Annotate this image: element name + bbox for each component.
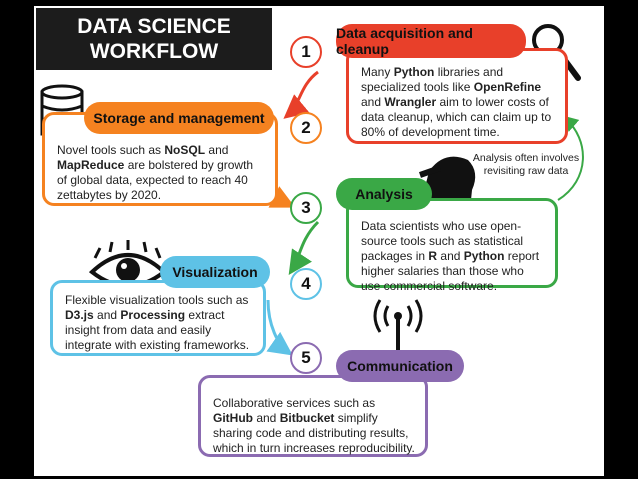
title-line-1: DATA SCIENCE (77, 15, 231, 38)
arrow-1-to-2 (283, 70, 319, 119)
text-segment: Novel tools such as (57, 143, 165, 157)
step-1-label: Data acquisition and cleanup (336, 24, 526, 58)
arrow-4-to-5 (266, 299, 293, 356)
text-segment: and (437, 249, 464, 263)
text-segment: extract insight from data and easily int… (65, 308, 250, 352)
step-1-text: Many Python libraries and specialized to… (361, 65, 555, 140)
text-segment: Many (361, 65, 394, 79)
step-1-number: 1 (290, 36, 322, 68)
text-segment: Collaborative services such as (213, 396, 376, 410)
highlighted-tool-name: Python (463, 249, 505, 263)
text-segment: aim to lower costs of data cleanup, whic… (361, 95, 552, 139)
step-5-text: Collaborative services such as GitHub an… (213, 396, 415, 456)
text-segment: are bolstered by growth of global data, … (57, 158, 254, 202)
highlighted-tool-name: D3.js (65, 308, 94, 322)
highlighted-tool-name: Wrangler (384, 95, 437, 109)
title-line-2: WORKFLOW (89, 40, 219, 63)
text-segment: and (205, 143, 229, 157)
highlighted-tool-name: OpenRefine (473, 80, 542, 94)
step-5-number: 5 (290, 342, 322, 374)
highlighted-tool-name: Python (393, 65, 435, 79)
step-2-label: Storage and management (84, 102, 274, 134)
step-5-label: Communication (336, 350, 464, 382)
text-segment: and (93, 308, 121, 322)
text-segment: and (253, 411, 280, 425)
text-segment: report higher salaries than those who us… (361, 249, 540, 293)
text-segment: libraries and specialized tools like (361, 65, 504, 94)
step-4-text: Flexible visualization tools such as D3.… (65, 293, 253, 353)
step-4-number: 4 (290, 268, 322, 300)
step-5-box: Collaborative services such as GitHub an… (198, 375, 428, 457)
text-segment: and (361, 95, 385, 109)
eye-icon (88, 240, 168, 288)
step-3-box: Data scientists who use open-source tool… (346, 198, 558, 293)
step-4-label: Visualization (160, 256, 270, 288)
step-3-label: Analysis (336, 178, 432, 210)
loop-note: Analysis often involves revisiting raw d… (472, 152, 580, 177)
highlighted-tool-name: GitHub (213, 411, 253, 425)
arrow-3-to-4 (288, 220, 320, 275)
step-1-box: Many Python libraries and specialized to… (346, 48, 568, 144)
highlighted-tool-name: NoSQL (164, 143, 206, 157)
text-segment: simplify sharing code and distributing r… (213, 411, 415, 455)
loop-arrow (557, 115, 584, 201)
highlighted-tool-name: R (428, 249, 438, 263)
highlighted-tool-name: Bitbucket (279, 411, 335, 425)
antenna-icon (373, 299, 423, 352)
highlighted-tool-name: MapReduce (57, 158, 125, 172)
text-segment: Data scientists who use open-source tool… (361, 219, 524, 263)
step-3-number: 3 (290, 192, 322, 224)
step-4-box: Flexible visualization tools such as D3.… (50, 280, 266, 356)
step-2-text: Novel tools such as NoSQL and MapReduce … (57, 143, 265, 203)
page-title: DATA SCIENCE WORKFLOW (36, 8, 272, 70)
highlighted-tool-name: Processing (120, 308, 186, 322)
step-2-number: 2 (290, 112, 322, 144)
step-3-text: Data scientists who use open-source tool… (361, 219, 545, 294)
text-segment: Flexible visualization tools such as (65, 293, 249, 307)
